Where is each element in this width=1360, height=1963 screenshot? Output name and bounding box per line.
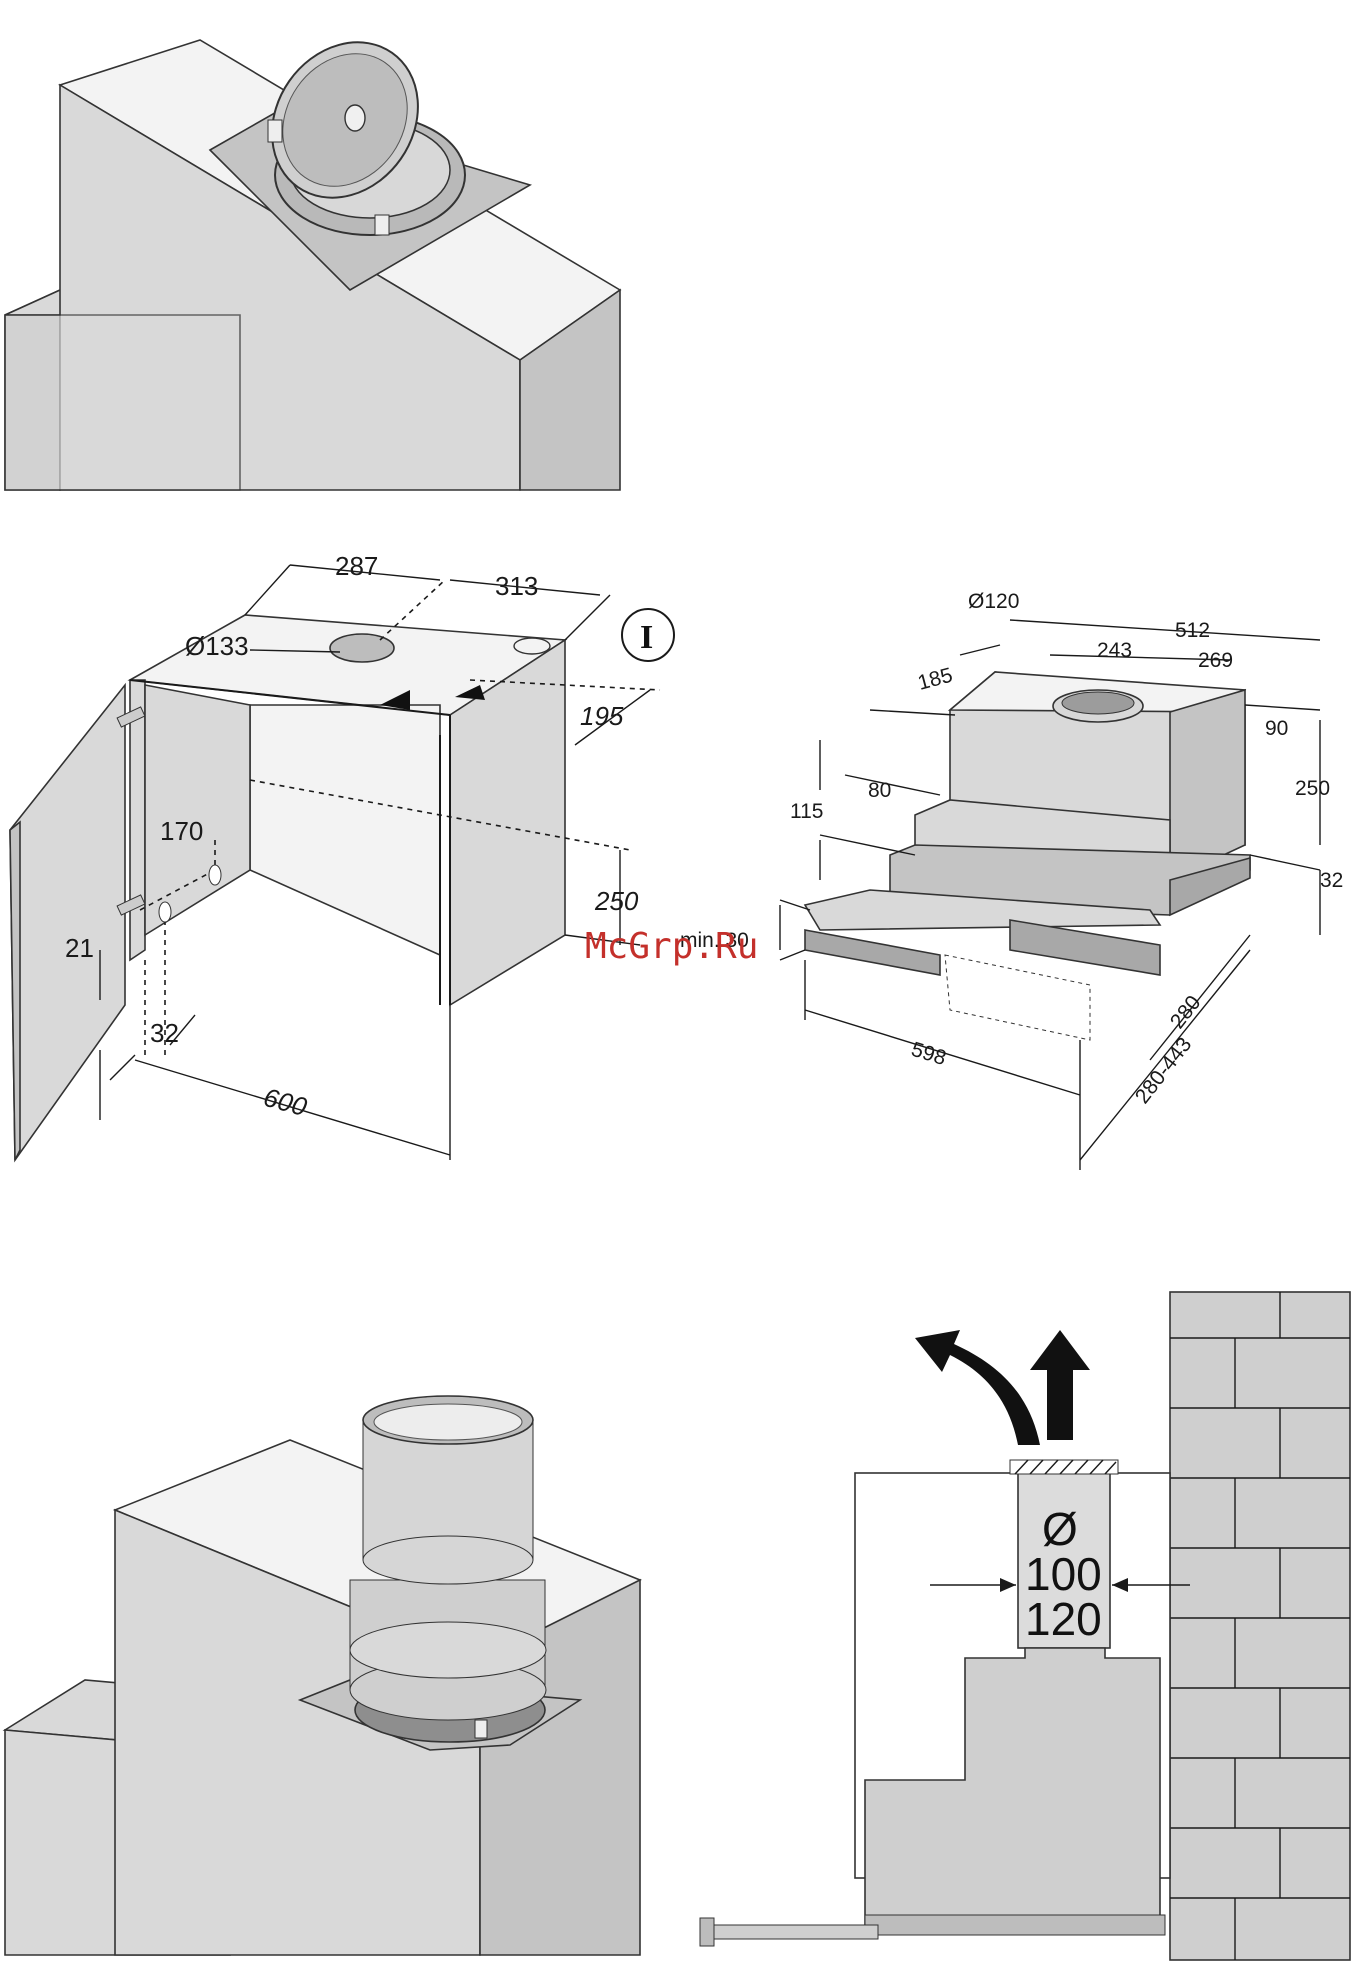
dim-cabinet-dia133: Ø133 [185, 631, 249, 661]
roman-one-label: I [640, 619, 653, 656]
dim-hood-80: 80 [868, 779, 891, 802]
dim-hood-dia120: Ø120 [968, 590, 1019, 613]
dim-cabinet-170: 170 [160, 816, 203, 846]
dim-hood-90: 90 [1265, 717, 1288, 740]
brick-wall [1170, 1292, 1350, 1960]
dim-hood-512: 512 [1175, 619, 1210, 642]
dim-hood-250: 250 [1295, 777, 1330, 800]
curved-arrow-icon [915, 1330, 1040, 1445]
dim-cabinet-21: 21 [65, 933, 94, 963]
dim-cabinet-313: 313 [495, 571, 538, 601]
duct-adapter-illustration [5, 1396, 640, 1955]
dim-cabinet-287: 287 [335, 551, 378, 581]
dim-cabinet-250: 250 [594, 886, 639, 916]
hood-dimension-drawing [780, 620, 1320, 1170]
upward-arrow-icon [1030, 1330, 1090, 1440]
cabinet-dimension-drawing [10, 565, 674, 1160]
watermark: McGrp.Ru [585, 926, 758, 967]
dim-hood-185: 185 [915, 664, 955, 695]
dim-cabinet-195: 195 [580, 701, 624, 731]
dim-hood-32: 32 [1320, 869, 1343, 892]
dim-hood-243: 243 [1097, 639, 1132, 662]
dim-hood-598: 598 [909, 1038, 949, 1070]
dim-hood-280-443: 280-443 [1131, 1033, 1197, 1108]
dim-hood-269: 269 [1198, 649, 1233, 672]
duct-diameter-120: 120 [1025, 1593, 1102, 1645]
dim-cabinet-600: 600 [260, 1082, 310, 1122]
dim-hood-115: 115 [790, 800, 823, 823]
flap-cabinet-illustration [5, 14, 620, 490]
dim-cabinet-32: 32 [150, 1018, 179, 1048]
